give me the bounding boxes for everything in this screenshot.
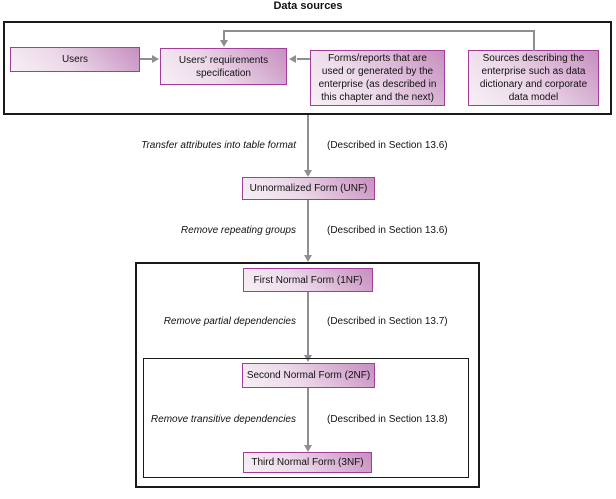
arrow-unf-to-1nf-line bbox=[307, 200, 309, 256]
third-normal-form-box: Third Normal Form (3NF) bbox=[243, 452, 372, 473]
arrow-unf-to-1nf-head bbox=[304, 255, 312, 262]
arrow-users-to-requirements-head bbox=[152, 55, 159, 63]
arrow-1nf-to-2nf-line bbox=[307, 292, 309, 356]
unnormalized-form-box: Unnormalized Form (UNF) bbox=[242, 177, 375, 200]
arrow-2nf-to-3nf-line bbox=[307, 388, 309, 446]
arrow-sources-to-unf-line bbox=[307, 115, 309, 171]
connector-down-to-requirements-line bbox=[223, 30, 225, 41]
step-action-remove-repeating-groups: Remove repeating groups bbox=[180, 225, 296, 236]
arrow-users-to-requirements-line bbox=[140, 58, 153, 60]
second-normal-form-box: Second Normal Form (2NF) bbox=[242, 363, 375, 388]
arrow-forms-to-requirements-line bbox=[297, 58, 310, 60]
first-normal-form-group-frame bbox=[135, 262, 480, 488]
enterprise-sources-box: Sources describing the enterprise such a… bbox=[468, 50, 599, 106]
step-ref-section-13-6b: (Described in Section 13.6) bbox=[327, 225, 448, 236]
diagram-title: Data sources bbox=[273, 0, 343, 12]
step-ref-section-13-8: (Described in Section 13.8) bbox=[327, 414, 448, 425]
connector-sources-up-line bbox=[533, 30, 535, 51]
first-normal-form-box: First Normal Form (1NF) bbox=[243, 268, 373, 292]
forms-reports-box: Forms/reports that are used or generated… bbox=[310, 50, 445, 106]
step-ref-section-13-6a: (Described in Section 13.6) bbox=[327, 140, 448, 151]
data-sources-container bbox=[3, 21, 612, 115]
users-box: Users bbox=[10, 47, 140, 72]
step-action-transfer-attributes: Transfer attributes into table format bbox=[141, 140, 296, 151]
connector-horizontal-line bbox=[223, 30, 534, 32]
arrow-sources-to-unf-head bbox=[304, 170, 312, 177]
step-action-remove-partial-dependencies: Remove partial dependencies bbox=[163, 316, 296, 327]
step-ref-section-13-7: (Described in Section 13.7) bbox=[327, 316, 448, 327]
step-action-remove-transitive-dependencies: Remove transitive dependencies bbox=[150, 414, 296, 425]
arrow-2nf-to-3nf-head bbox=[304, 445, 312, 452]
connector-to-requirements-head bbox=[220, 40, 228, 47]
second-normal-form-group-frame bbox=[143, 358, 469, 478]
users-requirements-specification-box: Users' requirements specification bbox=[160, 48, 287, 85]
arrow-forms-to-requirements-head bbox=[289, 55, 296, 63]
